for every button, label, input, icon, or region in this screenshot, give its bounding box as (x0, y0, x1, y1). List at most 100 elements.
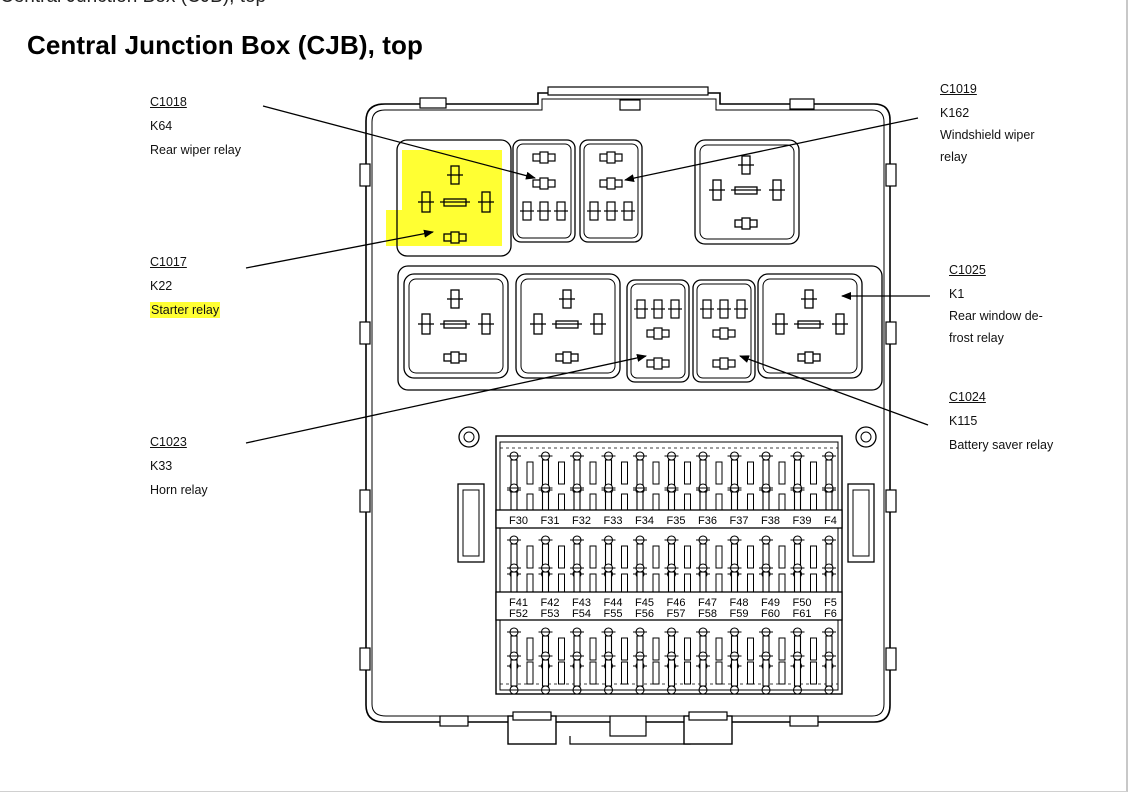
fuse-label: F33 (604, 515, 623, 527)
fuse-slot-divider (684, 637, 691, 661)
fuse-slot-divider (715, 661, 723, 685)
callout-c1024: C1024 K115 Battery saver relay (949, 385, 1053, 457)
fuse-slot-divider (747, 461, 754, 485)
fuse-slot-divider (684, 661, 691, 685)
fuse-slot-divider (621, 461, 628, 485)
callout-c1018: C1018 K64 Rear wiper relay (150, 90, 241, 162)
relay-name-line1: Windshield wiper (940, 128, 1035, 142)
relay-id: K22 (150, 279, 173, 293)
leader-c1019 (624, 117, 919, 183)
fuse-label: F50 (793, 597, 812, 609)
fuse-slot-divider (747, 637, 754, 661)
page-border (0, 0, 1128, 792)
connector-label: C1019 (940, 82, 977, 96)
relay-row-middle (397, 265, 883, 391)
page-title: Central Junction Box (CJB), top (27, 30, 423, 60)
callout-c1019: C1019 K162 Windshield wiper relay (940, 77, 1034, 169)
fuse-label: F42 (541, 597, 560, 609)
relay-id: K1 (949, 287, 965, 301)
fuse-slot-divider (526, 661, 534, 685)
connector-label: C1023 (150, 435, 187, 449)
fuse-slot-divider (589, 661, 597, 685)
fuse-label: F36 (698, 515, 717, 527)
leader-c1017 (245, 229, 434, 269)
fuse-slot-divider (778, 461, 786, 485)
relay-name: Horn relay (150, 483, 208, 497)
leader-c1024 (739, 355, 929, 426)
fuse-label: F37 (730, 515, 749, 527)
fuse-slot-divider (526, 637, 534, 661)
fuse-slot-divider (589, 545, 597, 569)
fuse-label: F32 (572, 515, 591, 527)
fuse-label: F57 (667, 608, 686, 620)
connector-label: C1018 (150, 95, 187, 109)
fuse-slot-divider (526, 461, 534, 485)
fuse-label: F43 (572, 597, 591, 609)
relay-id: K115 (949, 414, 978, 428)
fuse-label: F31 (541, 515, 560, 527)
relay-row-top (386, 139, 800, 257)
fuse-slot-divider (715, 637, 723, 661)
fuse-slot-divider (558, 461, 565, 485)
connector-label: C1017 (150, 255, 187, 269)
fuse-label: F45 (635, 597, 654, 609)
fuse-label: F49 (761, 597, 780, 609)
fuse-slot-divider (747, 661, 754, 685)
fuse-label: F41 (509, 597, 528, 609)
clipped-heading: Central Junction Box (CJB), top (0, 0, 266, 8)
fuse-slot-divider (589, 637, 597, 661)
fuse-label: F6 (824, 608, 837, 620)
fuse-slot-divider (747, 545, 754, 569)
leader-c1023 (245, 354, 647, 444)
fuse-slot-divider (652, 637, 660, 661)
relay-id: K64 (150, 119, 173, 133)
fuse-slot-divider (715, 545, 723, 569)
fuse-label: F35 (667, 515, 686, 527)
starter-relay-highlight (386, 150, 502, 246)
fuse-slot-divider (526, 545, 534, 569)
fuse-slot-divider (621, 661, 628, 685)
fuse-slot-divider (810, 461, 817, 485)
fuse-label: F47 (698, 597, 717, 609)
fuse-label: F46 (667, 597, 686, 609)
fuse-slot-divider (810, 661, 817, 685)
fuse-slot-divider (652, 545, 660, 569)
relay-id: K33 (150, 459, 173, 473)
fuse-label: F53 (541, 608, 560, 620)
fuse-slot-divider (621, 545, 628, 569)
relay-name-line2: relay (940, 150, 968, 164)
fuse-slot-divider (810, 637, 817, 661)
relay-name-line1: Rear window de- (949, 309, 1043, 323)
fuse-slot-divider (621, 637, 628, 661)
fuse-label: F60 (761, 608, 780, 620)
fuse-label: F4 (824, 515, 837, 527)
fuse-label: F30 (509, 515, 528, 527)
fuse-label: F58 (698, 608, 717, 620)
relay-name-highlighted: Starter relay (150, 302, 221, 318)
fuse-slot-divider (652, 661, 660, 685)
fuse-slot-divider (810, 545, 817, 569)
fuse-label: F56 (635, 608, 654, 620)
fuse-slot-divider (558, 661, 565, 685)
fuse-label: F61 (793, 608, 812, 620)
fuse-slot-divider (684, 461, 691, 485)
fuse-slot-divider (589, 461, 597, 485)
fuse-slot-divider (558, 545, 565, 569)
fuse-label: F52 (509, 608, 528, 620)
fuse-label: F39 (793, 515, 812, 527)
fuse-slot-divider (558, 637, 565, 661)
relay-name: Rear wiper relay (150, 143, 242, 157)
relay-id: K162 (940, 106, 970, 120)
fuse-label: F54 (572, 608, 591, 620)
leader-c1018 (262, 105, 536, 180)
fuse-slot-divider (778, 637, 786, 661)
leader-lines (245, 105, 930, 444)
fuse-label: F48 (730, 597, 749, 609)
fuse-slot-divider (715, 461, 723, 485)
fuse-slot-divider (778, 545, 786, 569)
fuse-slot-divider (652, 461, 660, 485)
fuse-label: F55 (604, 608, 623, 620)
fuse-label: F34 (635, 515, 654, 527)
